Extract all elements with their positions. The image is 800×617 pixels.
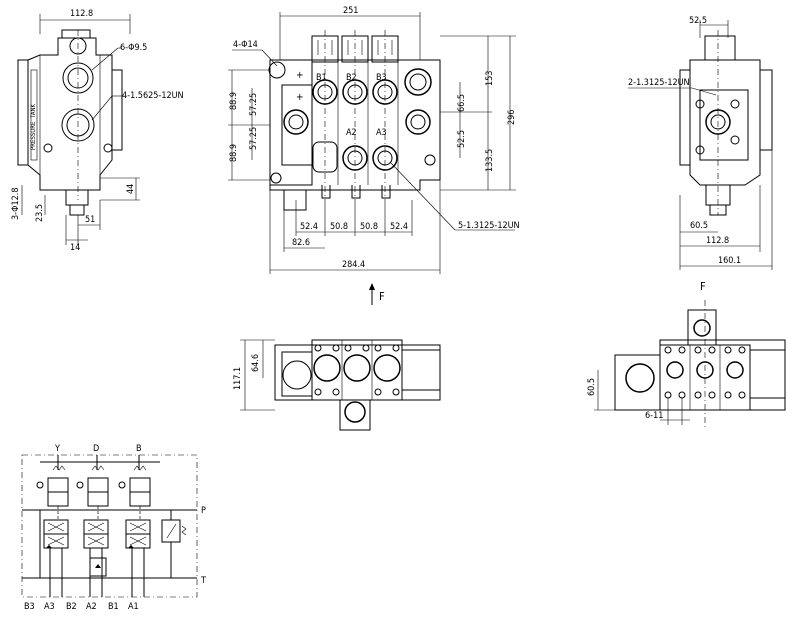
- svg-text:+: +: [296, 92, 304, 103]
- schematic-label-y: Y: [54, 444, 60, 454]
- dim-bottom-holes: 3-Φ12.8: [11, 188, 21, 220]
- svg-text:+: +: [296, 70, 304, 81]
- dim-52-4-left: 52.4: [300, 222, 318, 232]
- dim-88-9-lower: 88.9: [229, 144, 239, 162]
- dim-52-4-right: 52.4: [390, 222, 408, 232]
- schematic-label-t: T: [200, 576, 206, 586]
- schematic-label-a3: A3: [44, 602, 55, 612]
- port-label-a3: A3: [376, 128, 387, 138]
- schematic-label-d: D: [93, 444, 99, 454]
- schematic-section-3: [118, 465, 151, 597]
- dim-thread: 4-1.5625-12UN: [122, 91, 184, 101]
- dim-6-11: 6-11: [645, 411, 663, 421]
- bottom-view: 117.1 64.6: [233, 339, 441, 431]
- front-view: 251 B1: [228, 6, 520, 274]
- dim-a-port-thread: 5-1.3125-12UN: [458, 221, 520, 231]
- dim-52-5: 52.5: [457, 130, 467, 148]
- dim-117-1: 117.1: [233, 367, 243, 390]
- dim-14: 14: [70, 243, 80, 253]
- dim-60-5-bottom: 60.5: [587, 378, 597, 396]
- view-label-f-front: F: [379, 290, 385, 303]
- view-label-f-right: F: [700, 280, 706, 293]
- dim-23-5: 23.5: [35, 204, 45, 222]
- dim-top-width: 112.8: [70, 9, 93, 19]
- schematic-label-b2: B2: [66, 602, 77, 612]
- dim-88-9-upper: 88.9: [229, 92, 239, 110]
- schematic-section-2: [76, 465, 109, 597]
- dim-153: 153: [485, 71, 495, 86]
- dim-52-5-right: 52.5: [689, 16, 707, 26]
- schematic-label-a2: A2: [86, 602, 97, 612]
- dim-hole-dia: 6-Φ9.5: [120, 43, 147, 53]
- hydraulic-schematic: Y D B: [21, 444, 206, 612]
- schematic-label-p: P: [201, 506, 206, 516]
- view-arrow-right: F: [700, 280, 706, 293]
- dim-112-8-right: 112.8: [706, 236, 729, 246]
- dim-60-5-right: 60.5: [690, 221, 708, 231]
- schematic-relief-valve: [161, 519, 187, 543]
- port-label-b2: B2: [346, 73, 357, 83]
- dim-51: 51: [85, 215, 95, 225]
- dim-57-25-lower: 57.25: [249, 127, 259, 150]
- left-side-view: 112.8 TANK PRESSURE 6-Φ9.5 4-1.5625-12UN…: [11, 9, 184, 253]
- port-label-b1: B1: [316, 73, 327, 83]
- dim-66-5: 66.5: [457, 94, 467, 112]
- dim-front-251: 251: [343, 6, 358, 16]
- dim-82-6: 82.6: [292, 238, 310, 248]
- schematic-label-b: B: [136, 444, 142, 454]
- dim-50-8-a: 50.8: [330, 222, 348, 232]
- dim-50-8-b: 50.8: [360, 222, 378, 232]
- dim-44: 44: [126, 184, 136, 194]
- dim-284-4: 284.4: [342, 260, 365, 270]
- schematic-label-b1: B1: [108, 602, 119, 612]
- view-arrow-front: F: [369, 283, 385, 305]
- dim-64-6: 64.6: [251, 354, 261, 372]
- dim-296: 296: [507, 110, 517, 125]
- dim-133-5: 133.5: [485, 149, 495, 172]
- schematic-label-a1: A1: [128, 602, 139, 612]
- dim-port-thread-right: 2-1.3125-12UN: [628, 78, 690, 88]
- right-bottom-view: 60.5 6-11: [587, 300, 786, 430]
- schematic-section-1: [36, 465, 69, 597]
- dim-160-1: 160.1: [718, 256, 741, 266]
- svg-text:PRESSURE: PRESSURE: [30, 121, 37, 150]
- dim-mount-holes: 4-Φ14: [233, 40, 258, 50]
- port-label-a2: A2: [346, 128, 357, 138]
- schematic-label-b3: B3: [24, 602, 35, 612]
- dim-57-25-upper: 57.25: [249, 93, 259, 116]
- svg-text:TANK: TANK: [30, 103, 37, 119]
- right-side-view: 52.5 2-1.3125-12UN 60.5 112.8 160.1: [628, 16, 773, 270]
- port-label-b3: B3: [376, 73, 387, 83]
